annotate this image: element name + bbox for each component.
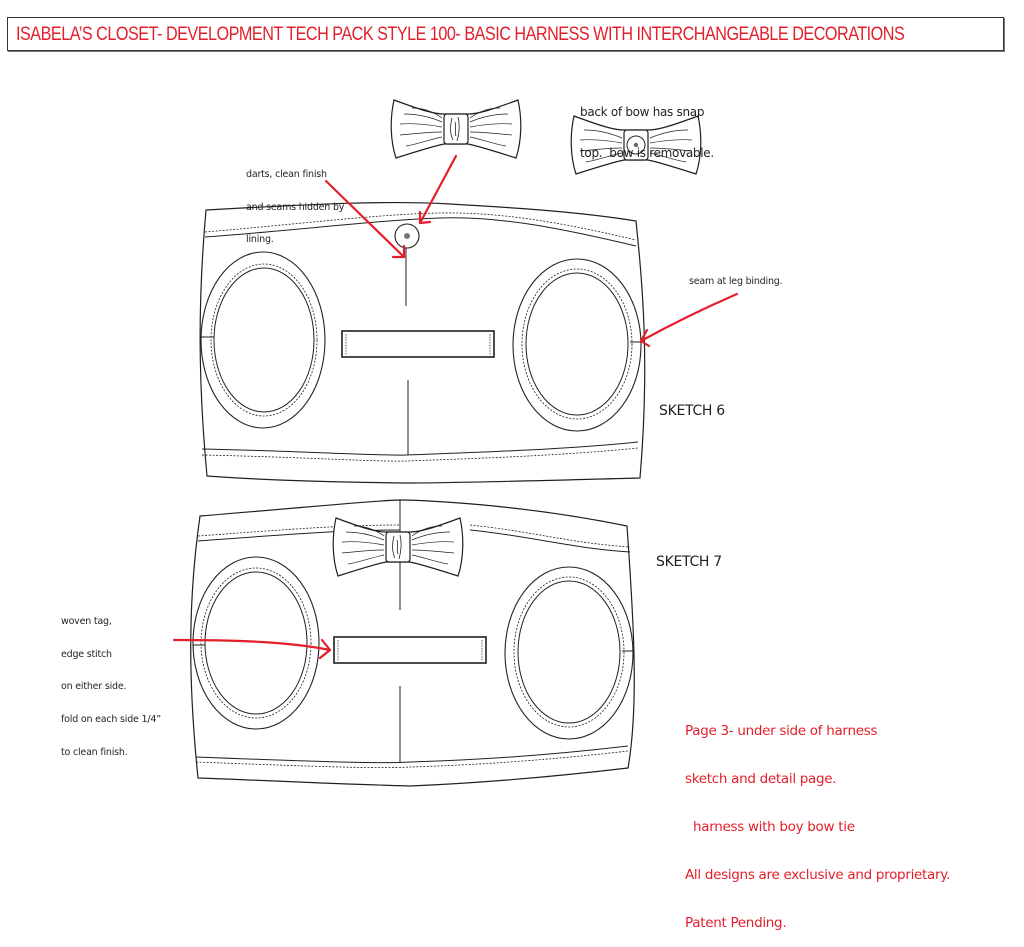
note-line: fold on each side 1/4” [61,714,161,726]
document-title: ISABELA’S CLOSET- DEVELOPMENT TECH PACK … [16,23,905,45]
note-line: lining. [246,234,274,246]
harness-sketch-6 [199,201,646,484]
sketch-7-label: SKETCH 7 [656,554,722,570]
note-line: edge stitch [61,648,112,660]
bow-front-drawing [390,99,522,159]
leg-binding-note: seam at leg binding. [689,276,783,287]
woven-tag-note: woven tag, edge stitch on either side. f… [61,595,161,770]
note-line: to clean finish. [61,746,128,758]
arrow-darts [324,179,406,259]
note-line: top. bow is removable. [580,145,714,160]
note-line: back of bow has snap [580,104,705,119]
footer-line: harness with boy bow tie [685,819,855,835]
note-line: and seams hidden by [246,201,345,213]
arrow-leg-binding [639,292,739,348]
footer-line: sketch and detail page. [685,771,837,787]
technical-drawings [172,99,739,787]
footer-line: Patent Pending. [685,915,787,931]
footer-notes: Page 3- under side of harness sketch and… [685,691,950,947]
darts-note: darts, clean finish and seams hidden by … [246,148,344,257]
sketch-6-label: SKETCH 6 [659,403,725,419]
callout-arrows [172,154,739,660]
note-line: woven tag, [61,615,112,627]
arrow-bow-snap [418,154,458,225]
bow-back-note: back of bow has snap top. bow is removab… [580,78,714,175]
note-line: on either side. [61,681,127,693]
footer-line: All designs are exclusive and proprietar… [685,867,951,883]
note-line: darts, clean finish [246,168,327,180]
title-box: ISABELA’S CLOSET- DEVELOPMENT TECH PACK … [7,17,1004,51]
harness-sketch-7 [190,499,635,787]
arrow-woven-tag [172,638,332,660]
footer-line: Page 3- under side of harness [685,723,878,739]
